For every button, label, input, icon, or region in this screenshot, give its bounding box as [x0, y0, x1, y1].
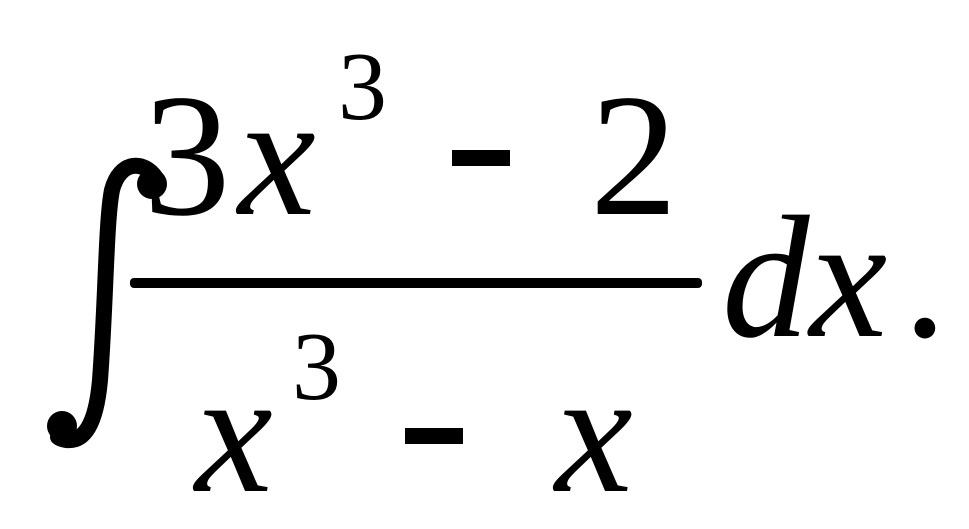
denominator-exponent: 3 [292, 313, 341, 421]
numerator-minus-sign [452, 150, 510, 166]
numerator-variable: x [238, 58, 316, 252]
numerator-exponent: 3 [338, 33, 387, 141]
denominator-variable-2: x [555, 335, 633, 529]
integral-sign-icon [47, 157, 167, 449]
denominator-variable-1: x [195, 335, 273, 529]
integral-expression: 3 x 3 2 x 3 x dx . [47, 33, 947, 520]
denominator-minus-sign [405, 428, 463, 444]
terminator-period: . [903, 180, 947, 374]
numerator-constant: 2 [590, 58, 678, 252]
fraction-bar [130, 278, 702, 288]
numerator-coefficient: 3 [143, 58, 231, 252]
differential: dx [722, 180, 888, 374]
